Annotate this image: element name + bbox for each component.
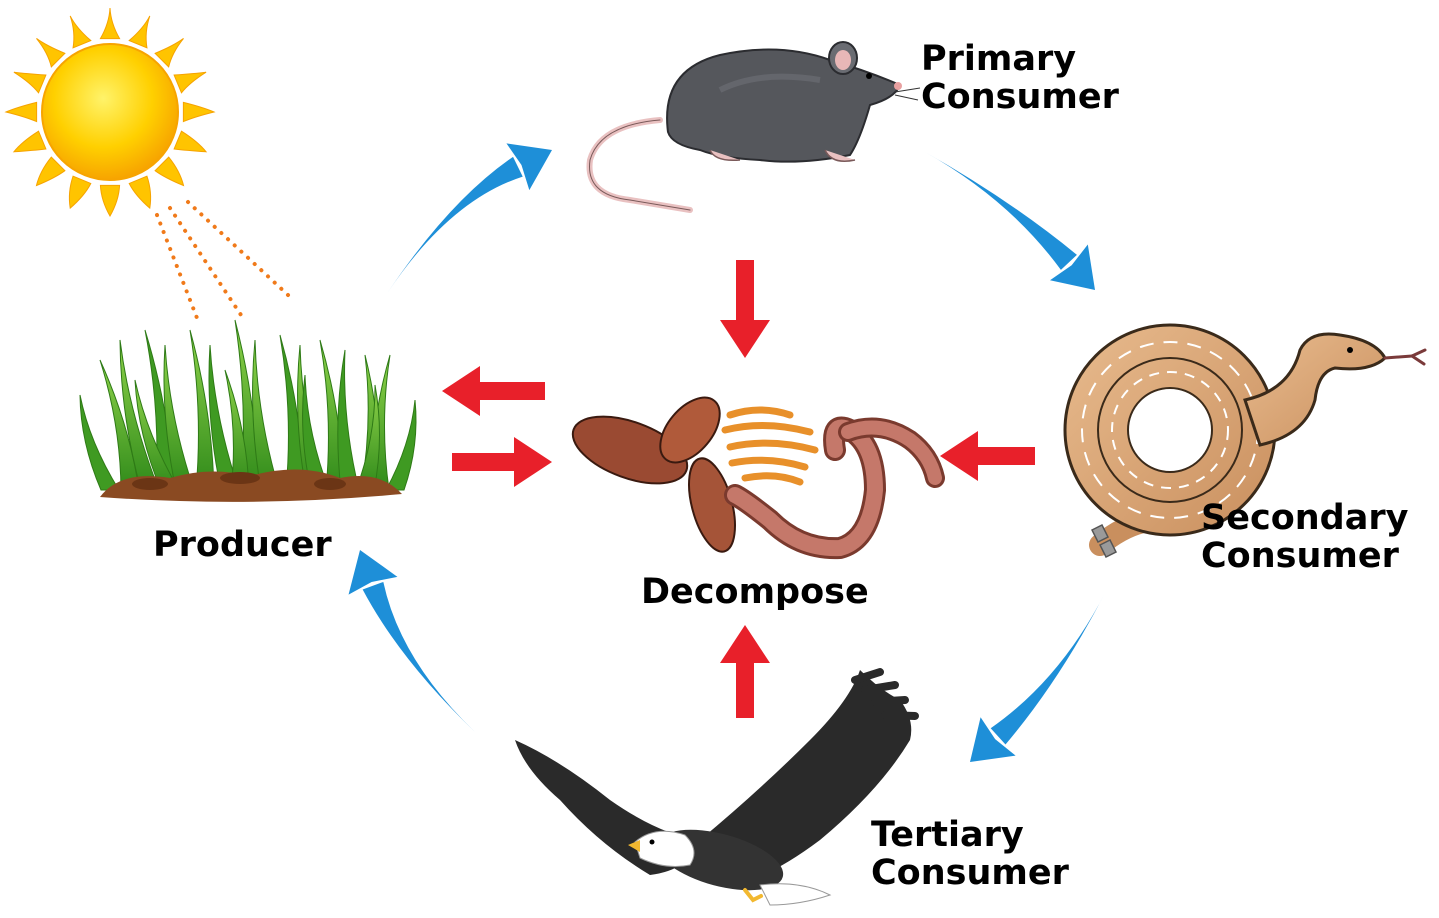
arrow-primary-to-secondary-body (925, 152, 1077, 270)
sun-ray (69, 176, 90, 208)
sun-ray (6, 102, 37, 121)
sun-ray (14, 72, 46, 93)
sun-ray (100, 8, 119, 39)
primary-consumer-label: Primary Consumer (921, 40, 1119, 116)
sun-ray (174, 72, 206, 93)
arrow-producer-to-primary-body (388, 157, 523, 292)
arrow-secondary-to-tertiary-body (991, 593, 1105, 745)
sun-ray (36, 38, 64, 66)
sun-ray (129, 176, 150, 208)
arrow-tertiary-to-decompose (720, 625, 770, 718)
sun-ray (155, 38, 183, 66)
arrow-decompose-to-producer (442, 366, 545, 416)
secondary-consumer-label: Secondary Consumer (1201, 499, 1408, 575)
arrow-secondary-to-decompose (940, 431, 1035, 481)
arrow-producer-to-decompose (452, 437, 552, 487)
decompose-label: Decompose (641, 573, 869, 611)
producer-label: Producer (153, 526, 332, 564)
sun-icon (6, 8, 214, 216)
worms-icon (564, 387, 935, 557)
grass-icon (80, 320, 416, 502)
sun-ray (155, 157, 183, 185)
arrow-primary-to-decompose (720, 260, 770, 358)
mouse-icon (590, 42, 921, 210)
grass-blade (386, 400, 416, 490)
sun-ray (36, 157, 64, 185)
sun-ray (129, 16, 150, 48)
arrow-tertiary-to-producer-body (363, 582, 475, 732)
tertiary-consumer-label: Tertiary Consumer (871, 816, 1069, 892)
sun-ray (100, 185, 119, 216)
sun-ray (183, 102, 214, 121)
sunlight-rays (157, 202, 288, 318)
sun-ray (174, 131, 206, 152)
sun-ray (14, 131, 46, 152)
sun-ray (70, 16, 91, 48)
eagle-icon (515, 670, 915, 905)
grass-blade (338, 350, 359, 490)
